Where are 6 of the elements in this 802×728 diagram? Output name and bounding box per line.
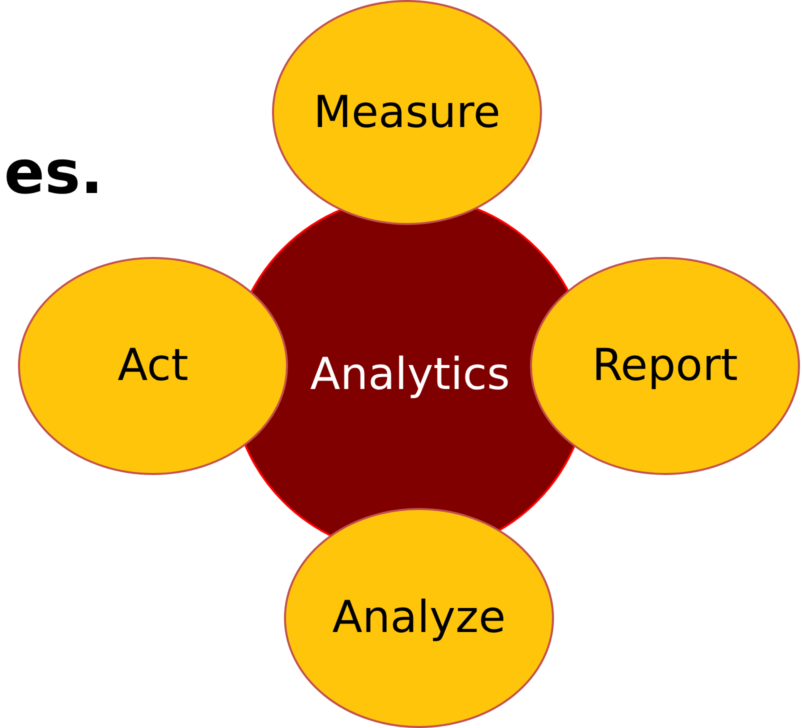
node-label: Measure [314, 88, 500, 137]
heading-fragment: es. [4, 138, 104, 208]
node-label: Analytics [310, 350, 510, 400]
node-label: Act [118, 342, 188, 390]
node-label: Report [592, 342, 738, 390]
node-label: Analyze [332, 594, 506, 642]
